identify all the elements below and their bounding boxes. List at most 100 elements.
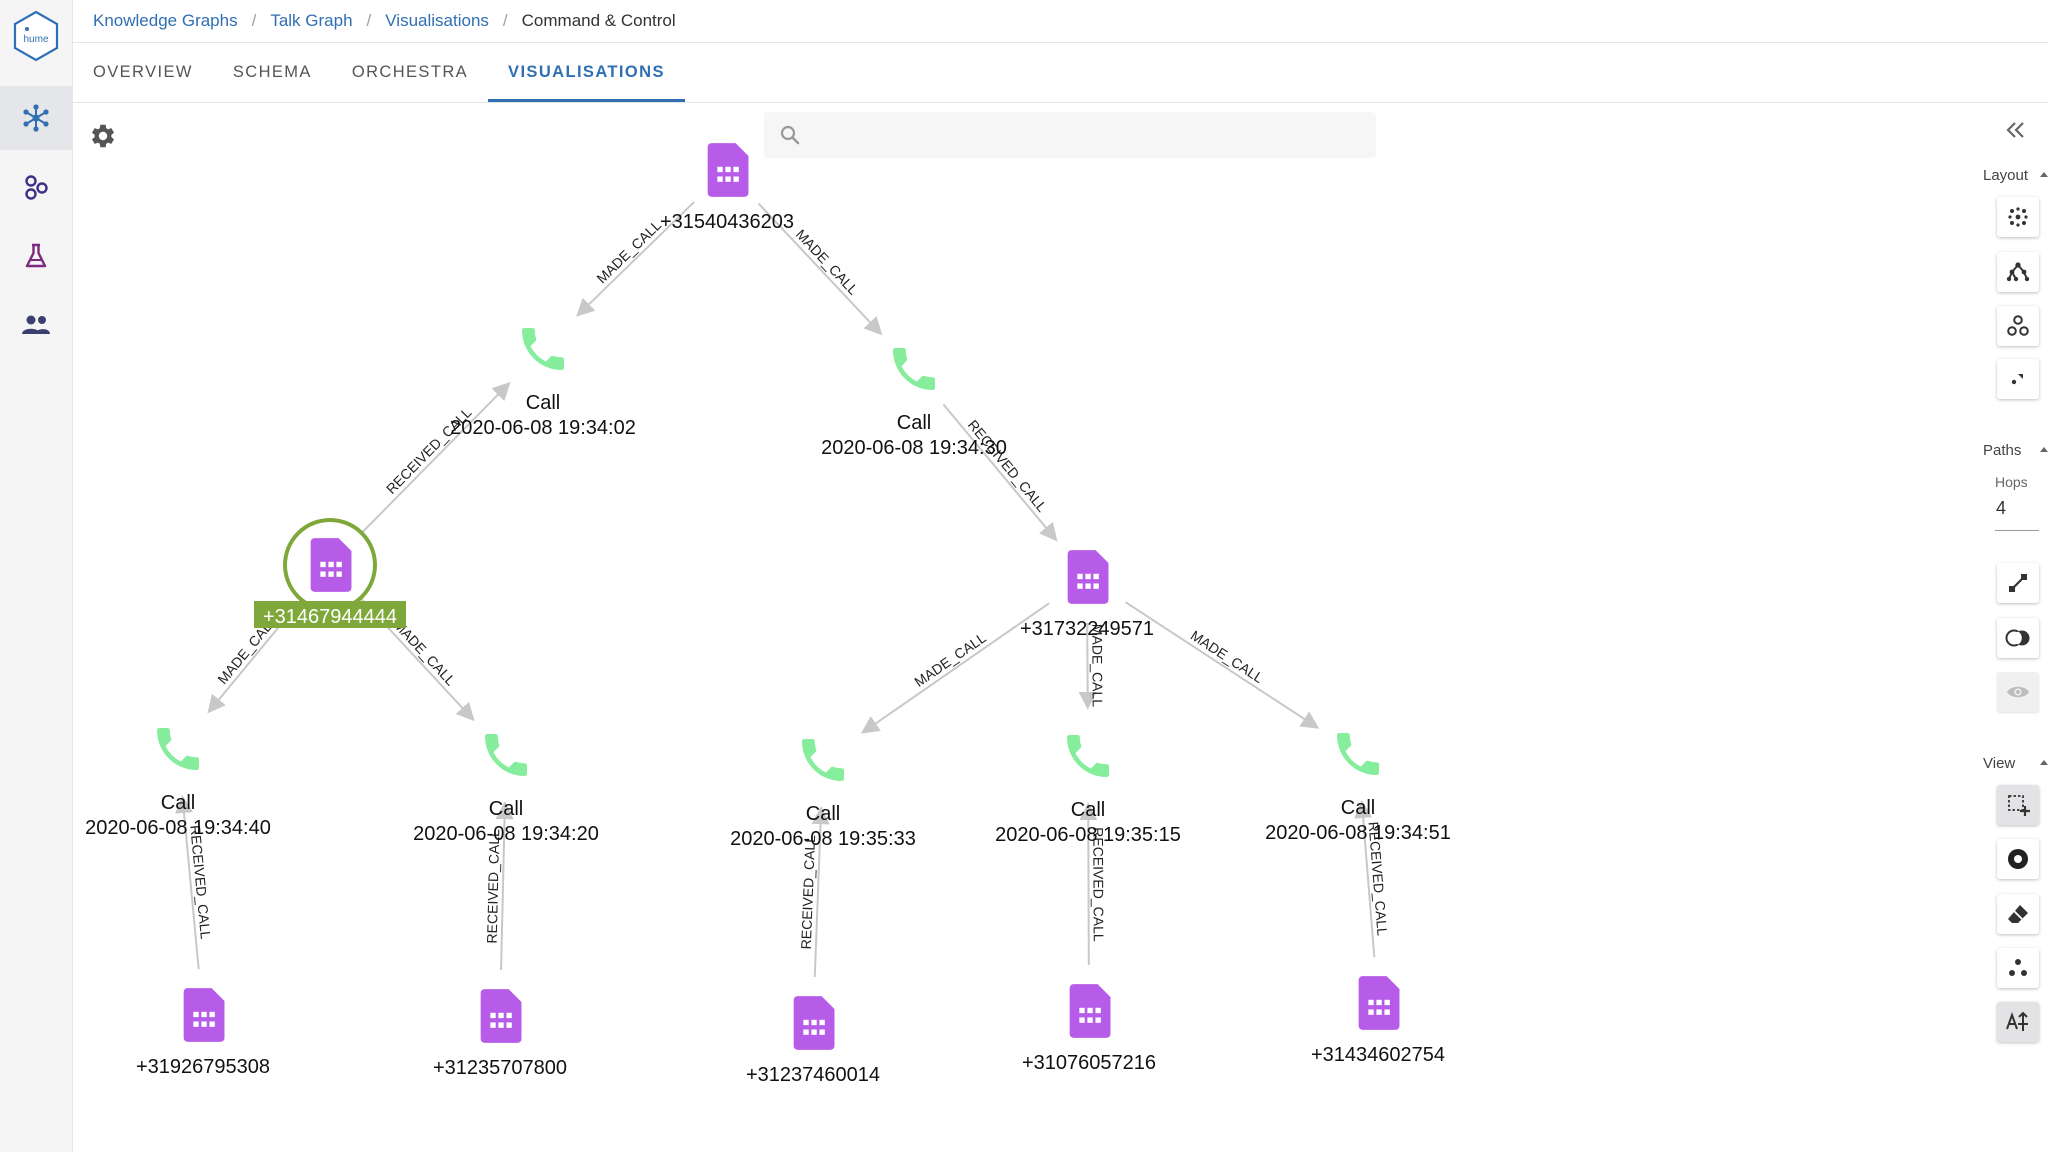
- phone-icon: [522, 328, 564, 370]
- flask-icon: [25, 243, 47, 268]
- graph-edge[interactable]: MADE_CALL: [1078, 622, 1106, 710]
- edge-line[interactable]: [942, 403, 1058, 542]
- nodes-dots-button[interactable]: [1997, 948, 2039, 988]
- area-select-button[interactable]: [1997, 785, 2039, 825]
- edge-label: MADE_CALL: [1188, 627, 1267, 686]
- schema-circles-icon: [25, 175, 48, 200]
- hume-logo[interactable]: hume: [12, 10, 60, 62]
- people-icon: [22, 315, 50, 334]
- breadcrumb-talk-graph[interactable]: Talk Graph: [270, 11, 353, 30]
- sim-node[interactable]: +31926795308: [136, 988, 270, 1078]
- edge-label: RECEIVED_CALL: [1090, 827, 1106, 942]
- tab-visualisations[interactable]: VISUALISATIONS: [488, 43, 685, 102]
- edge-line[interactable]: [811, 806, 830, 978]
- sim-card-icon: [1358, 976, 1400, 1030]
- focus-node-button[interactable]: [1997, 839, 2039, 879]
- node-label: 2020-06-08 19:34:30: [821, 437, 1007, 459]
- view-collapse-caret[interactable]: [2040, 760, 2048, 765]
- edge-label: MADE_CALL: [593, 217, 664, 287]
- breadcrumb-separator: /: [502, 11, 508, 30]
- edge-line[interactable]: [757, 202, 883, 336]
- node-label: +31235707800: [433, 1057, 567, 1079]
- sim-card-icon: [707, 143, 749, 197]
- graph-edge[interactable]: MADE_CALL: [1124, 601, 1320, 729]
- edge-line[interactable]: [1124, 601, 1320, 729]
- node-label: +31076057216: [1022, 1052, 1156, 1074]
- graph-edge[interactable]: RECEIVED_CALL: [798, 806, 830, 978]
- hops-input[interactable]: 4: [1996, 498, 2007, 518]
- breadcrumb-current: Command & Control: [521, 11, 676, 30]
- layout-collapse-caret[interactable]: [2040, 172, 2048, 177]
- force-layout-button[interactable]: [1997, 197, 2039, 237]
- breadcrumb-visualisations[interactable]: Visualisations: [385, 11, 489, 30]
- node-label: 2020-06-08 19:34:40: [85, 817, 271, 839]
- edge-line[interactable]: [1354, 800, 1376, 958]
- collapse-panel-button[interactable]: [2000, 116, 2032, 144]
- view-section-label: View: [1983, 755, 2016, 772]
- hierarchy-layout-button[interactable]: [1997, 252, 2039, 292]
- graph-edge[interactable]: RECEIVED_CALL: [484, 801, 514, 971]
- layout-section-label: Layout: [1983, 167, 2029, 184]
- cluster-layout-button[interactable]: [1997, 306, 2039, 346]
- sidebar-item-users[interactable]: [0, 293, 72, 357]
- sim-node[interactable]: +31467944444: [254, 518, 406, 628]
- edge-label: RECEIVED_CALL: [484, 829, 503, 944]
- search-input[interactable]: [814, 118, 1358, 154]
- paths-collapse-caret[interactable]: [2040, 447, 2048, 452]
- sim-card-icon: [183, 988, 225, 1042]
- tab-orchestra[interactable]: ORCHESTRA: [351, 63, 469, 81]
- edge-label: RECEIVED_CALL: [965, 417, 1051, 515]
- eraser-icon: [2008, 905, 2028, 923]
- call-node[interactable]: Call 2020-06-08 19:34:40: [85, 728, 271, 839]
- graph-edge[interactable]: RECEIVED_CALL: [1079, 802, 1107, 966]
- focus-node-icon: [2008, 849, 2028, 869]
- graph-canvas[interactable]: MADE_CALL MADE_CALL RECEIVED_CALL RECEIVED_…: [73, 103, 1973, 1152]
- eraser-button[interactable]: [1997, 894, 2039, 934]
- sim-node[interactable]: +31732249571: [1020, 550, 1154, 640]
- graph-edge[interactable]: RECEIVED_CALL: [361, 381, 511, 533]
- sidebar-item-lab[interactable]: [0, 224, 72, 288]
- paths-section-label: Paths: [1983, 442, 2022, 459]
- edge-line[interactable]: [361, 381, 511, 533]
- node-title: Call: [161, 792, 195, 814]
- sim-node[interactable]: +31540436203: [660, 143, 794, 233]
- visibility-button[interactable]: [1997, 672, 2039, 712]
- tab-overview[interactable]: OVERVIEW: [93, 63, 193, 81]
- label-style-button[interactable]: [1997, 1002, 2039, 1042]
- settings-button[interactable]: [87, 120, 119, 152]
- edge-line[interactable]: [860, 602, 1050, 734]
- edge-line[interactable]: [1079, 802, 1098, 966]
- edge-line[interactable]: [495, 801, 514, 971]
- edge-line[interactable]: [175, 794, 200, 970]
- node-label: 2020-06-08 19:34:51: [1265, 822, 1451, 844]
- toggle-overlap-button[interactable]: [1997, 618, 2039, 658]
- force-layout-icon: [2008, 207, 2028, 227]
- sim-node[interactable]: +31235707800: [433, 989, 567, 1079]
- node-label: 2020-06-08 19:35:15: [995, 824, 1181, 846]
- phone-icon: [1337, 733, 1379, 775]
- tab-bar: OVERVIEW SCHEMA ORCHESTRA VISUALISATIONS: [73, 43, 685, 102]
- eye-icon: [2007, 686, 2029, 698]
- shortest-path-button[interactable]: [1997, 563, 2039, 603]
- node-label: +31540436203: [660, 211, 794, 233]
- sim-node[interactable]: +31237460014: [746, 996, 880, 1086]
- graph-edge[interactable]: RECEIVED_CALL: [942, 403, 1058, 542]
- edge-line[interactable]: [576, 201, 695, 317]
- graph-search-box[interactable]: [764, 112, 1376, 158]
- area-select-icon: [2008, 795, 2030, 816]
- shrink-layout-button[interactable]: [1997, 359, 2039, 399]
- sim-node[interactable]: +31076057216: [1022, 984, 1156, 1074]
- tab-schema[interactable]: SCHEMA: [232, 63, 312, 81]
- sim-node[interactable]: +31434602754: [1311, 976, 1445, 1066]
- edge-label: MADE_CALL: [911, 629, 989, 690]
- breadcrumb-knowledge-graphs[interactable]: Knowledge Graphs: [93, 11, 238, 30]
- sidebar-item-schema[interactable]: [0, 155, 72, 219]
- sidebar-item-graphs[interactable]: [0, 86, 72, 150]
